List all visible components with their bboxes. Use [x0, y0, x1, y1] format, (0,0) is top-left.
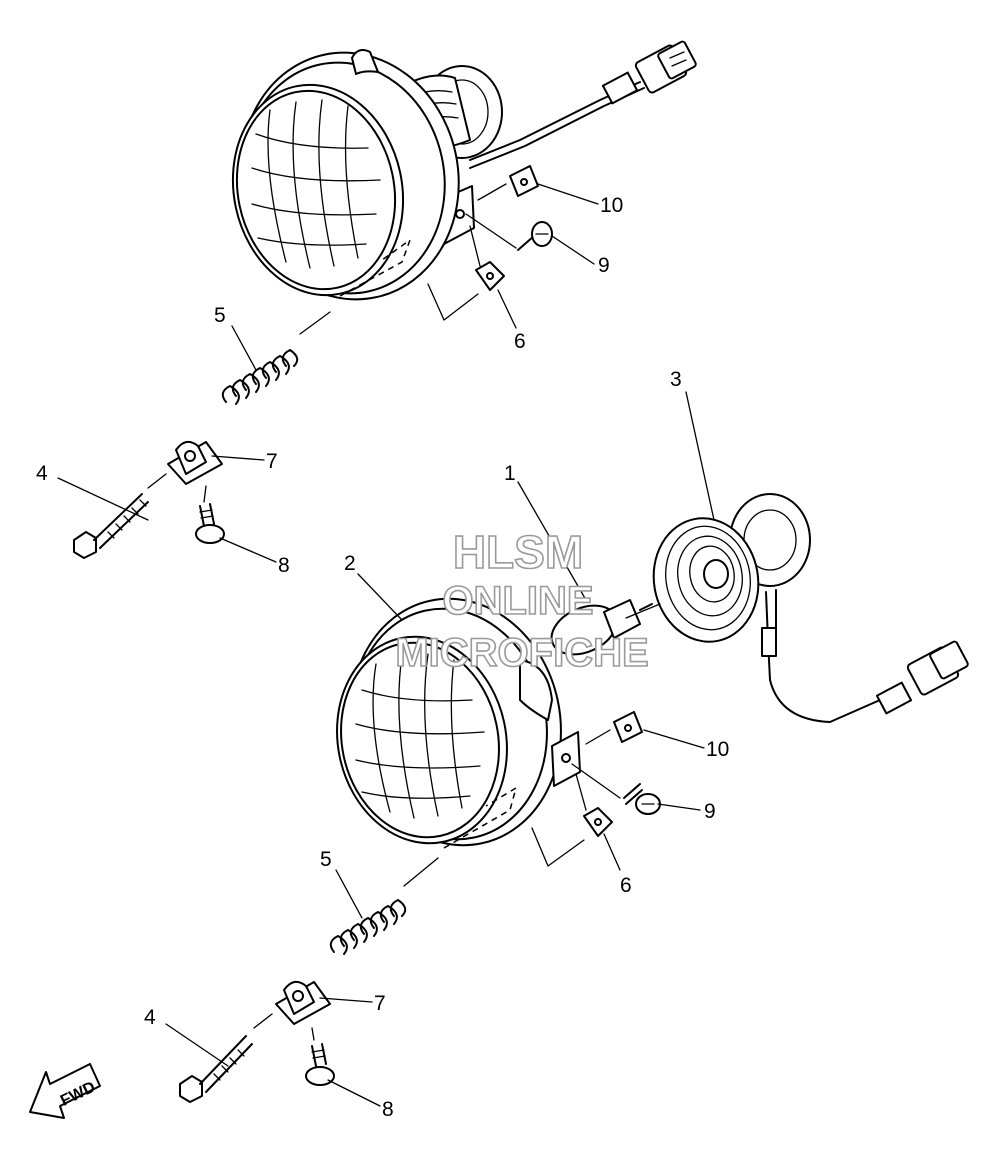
nut-6-lower	[583, 807, 613, 837]
callout-10-upper: 10	[600, 194, 623, 217]
callout-8-upper: 8	[278, 554, 290, 577]
headlight-assembly-lower	[336, 597, 585, 887]
bolt-4-upper	[73, 493, 149, 559]
screw-9-upper	[517, 221, 553, 251]
callout-4-upper: 4	[36, 462, 48, 485]
callout-6-upper: 6	[514, 330, 526, 353]
wire-connector-upper	[469, 40, 697, 169]
leaders-upper	[147, 183, 517, 503]
callout-6-lower: 6	[620, 874, 632, 897]
watermark-line-3: MICROFICHE	[395, 631, 648, 675]
bulb-1	[550, 599, 653, 656]
callout-2: 2	[344, 552, 356, 575]
screw-8-lower	[305, 1043, 335, 1086]
callout-8-lower: 8	[382, 1098, 394, 1121]
callout-5-lower: 5	[320, 848, 332, 871]
lens-lower	[336, 635, 508, 845]
leaders-lower	[253, 603, 661, 1041]
aim-dashed-lower	[403, 786, 585, 887]
clip-10-upper	[509, 165, 539, 197]
aim-dashed-upper	[299, 237, 479, 335]
callout-1: 1	[504, 462, 516, 485]
socket-3	[652, 493, 969, 723]
callout-7-lower: 7	[374, 992, 386, 1015]
bracket-7-upper	[167, 440, 223, 485]
callout-9-lower: 9	[704, 800, 716, 823]
callout-7-upper: 7	[266, 450, 278, 473]
bracket-7-lower	[275, 980, 331, 1025]
callout-10-lower: 10	[706, 738, 729, 761]
callout-9-upper: 9	[598, 254, 610, 277]
watermark: HLSM ONLINE MICROFICHE	[395, 525, 650, 676]
headlight-assembly-upper	[231, 40, 697, 335]
watermark-line-1: HLSM	[453, 526, 583, 578]
lens-upper	[231, 83, 405, 297]
nut-6-upper	[475, 261, 505, 291]
callout-4-lower: 4	[144, 1006, 156, 1029]
spring-5-upper	[221, 349, 299, 405]
callout-3: 3	[670, 368, 682, 391]
spring-5-lower	[329, 899, 407, 955]
screw-8-upper	[195, 503, 225, 544]
bolt-4-lower	[179, 1035, 253, 1103]
watermark-line-2: ONLINE	[442, 579, 593, 623]
callout-labels: 1 2 3 4 4 5 5 6 6 7 7 8 8 9 9 10 10	[36, 194, 729, 1121]
screw-9-lower	[623, 783, 661, 815]
callout-5-upper: 5	[214, 304, 226, 327]
fwd-arrow-icon: FWD	[29, 1063, 101, 1119]
mount-bracket-lower	[551, 731, 581, 787]
clip-10-lower	[613, 711, 643, 743]
callout-leaders	[57, 183, 715, 1107]
